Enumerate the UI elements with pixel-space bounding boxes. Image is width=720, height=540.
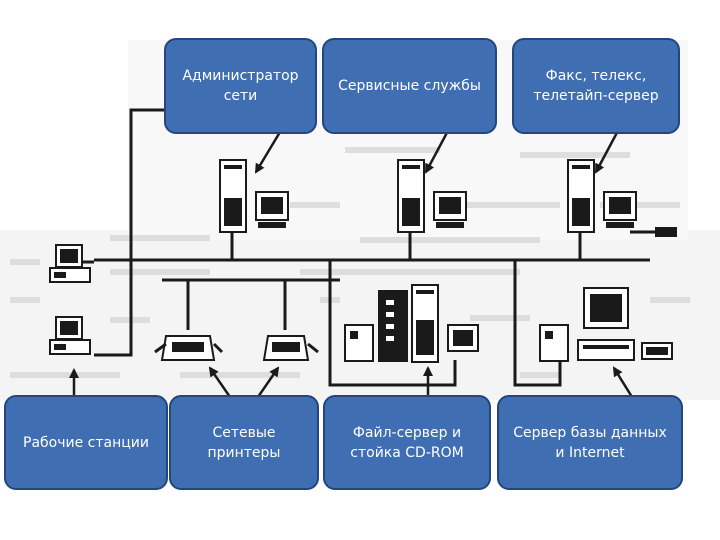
callout-fileserver-label: Файл-сервер и стойка CD-ROM [350,424,464,461]
callout-admin: Администратор сети [164,38,317,134]
callout-services: Сервисные службы [322,38,497,134]
callout-workstations-label: Рабочие станции [23,434,149,451]
callout-printers: Сетевые принтеры [169,395,319,490]
admin-cable [94,108,166,357]
callout-workstations: Рабочие станции [4,395,168,490]
arrow-printer-2 [256,366,280,398]
service-computer [397,159,467,233]
callout-dbserver: Сервер базы данных и Internet [497,395,683,490]
dbserver [539,287,673,362]
callout-dbserver-label: Сервер базы данных и Internet [513,424,667,461]
callout-fileserver: Файл-сервер и стойка CD-ROM [323,395,491,490]
fax-computer [567,159,677,237]
workstation-1 [49,244,91,283]
fileserver [344,284,479,363]
printer-1 [154,335,224,361]
printer-2 [262,335,319,361]
admin-computer [219,159,289,233]
callout-admin-label: Администратор сети [182,68,299,104]
drop-dbserver [513,260,562,387]
callout-printers-label: Сетевые принтеры [207,424,281,461]
network-bus [73,108,665,387]
callout-fax-label: Факс, телекс, телетайп-сервер [533,68,659,104]
drop-fileserver [328,260,457,387]
callout-services-label: Сервисные службы [338,78,481,94]
arrow-printer-1 [208,366,232,398]
arrow-dbserver [612,366,634,398]
callout-fax: Факс, телекс, телетайп-сервер [512,38,680,134]
workstation-2 [49,316,91,355]
